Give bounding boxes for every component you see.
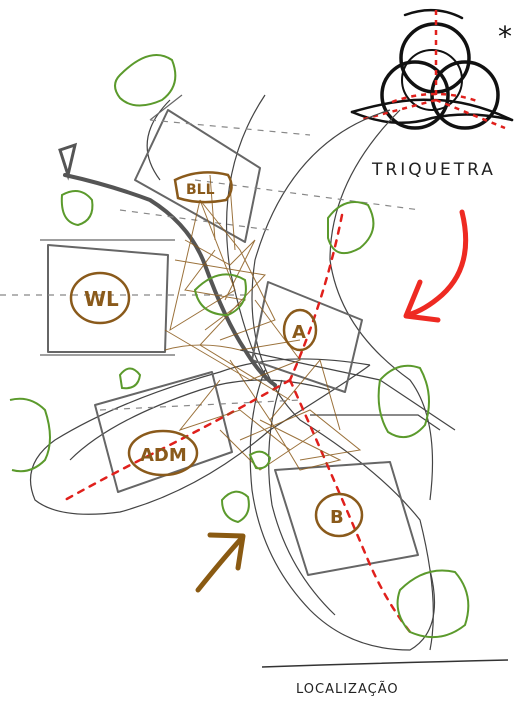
entrance-arrow bbox=[195, 532, 246, 593]
tree-7 bbox=[377, 364, 430, 439]
block-top bbox=[134, 109, 261, 243]
building-label-text: BLL WL A ADM B bbox=[84, 182, 344, 528]
label-top: BLL bbox=[186, 182, 215, 198]
asterisk-mark: * bbox=[498, 20, 512, 53]
label-adm-circle bbox=[127, 429, 199, 477]
tree-9 bbox=[396, 569, 470, 639]
tree-4 bbox=[193, 273, 247, 317]
block-bottom bbox=[274, 461, 419, 576]
red-axes bbox=[63, 213, 412, 634]
ground-line bbox=[261, 659, 509, 668]
label-center-circle bbox=[282, 308, 318, 352]
label-bottom: B bbox=[330, 507, 344, 528]
label-center: A bbox=[292, 322, 306, 343]
label-top-outline bbox=[173, 171, 233, 204]
block-adm bbox=[94, 371, 233, 493]
building-blocks bbox=[40, 94, 419, 576]
localizacao-caption: LOCALIZAÇÃO bbox=[296, 682, 399, 697]
building-labels bbox=[69, 171, 364, 538]
tree-3 bbox=[327, 201, 375, 255]
triquetra-caption: TRIQUETRA bbox=[372, 160, 496, 180]
tree-10 bbox=[248, 450, 272, 470]
triquetra-symbol bbox=[350, 9, 514, 130]
label-left-circle bbox=[69, 271, 131, 325]
tree-5 bbox=[9, 397, 51, 473]
block-center bbox=[251, 281, 363, 393]
red-arrow bbox=[403, 209, 469, 323]
tree-6 bbox=[118, 367, 142, 390]
label-bottom-circle bbox=[314, 492, 364, 538]
green-areas bbox=[9, 54, 470, 639]
triquetra-axes bbox=[359, 10, 506, 130]
pathway-network bbox=[164, 174, 362, 471]
label-left: WL bbox=[84, 287, 119, 311]
tree-8 bbox=[220, 490, 250, 524]
tree-1 bbox=[114, 54, 177, 107]
label-adm: ADM bbox=[140, 445, 187, 466]
tree-2 bbox=[60, 190, 94, 227]
block-left bbox=[47, 244, 169, 353]
